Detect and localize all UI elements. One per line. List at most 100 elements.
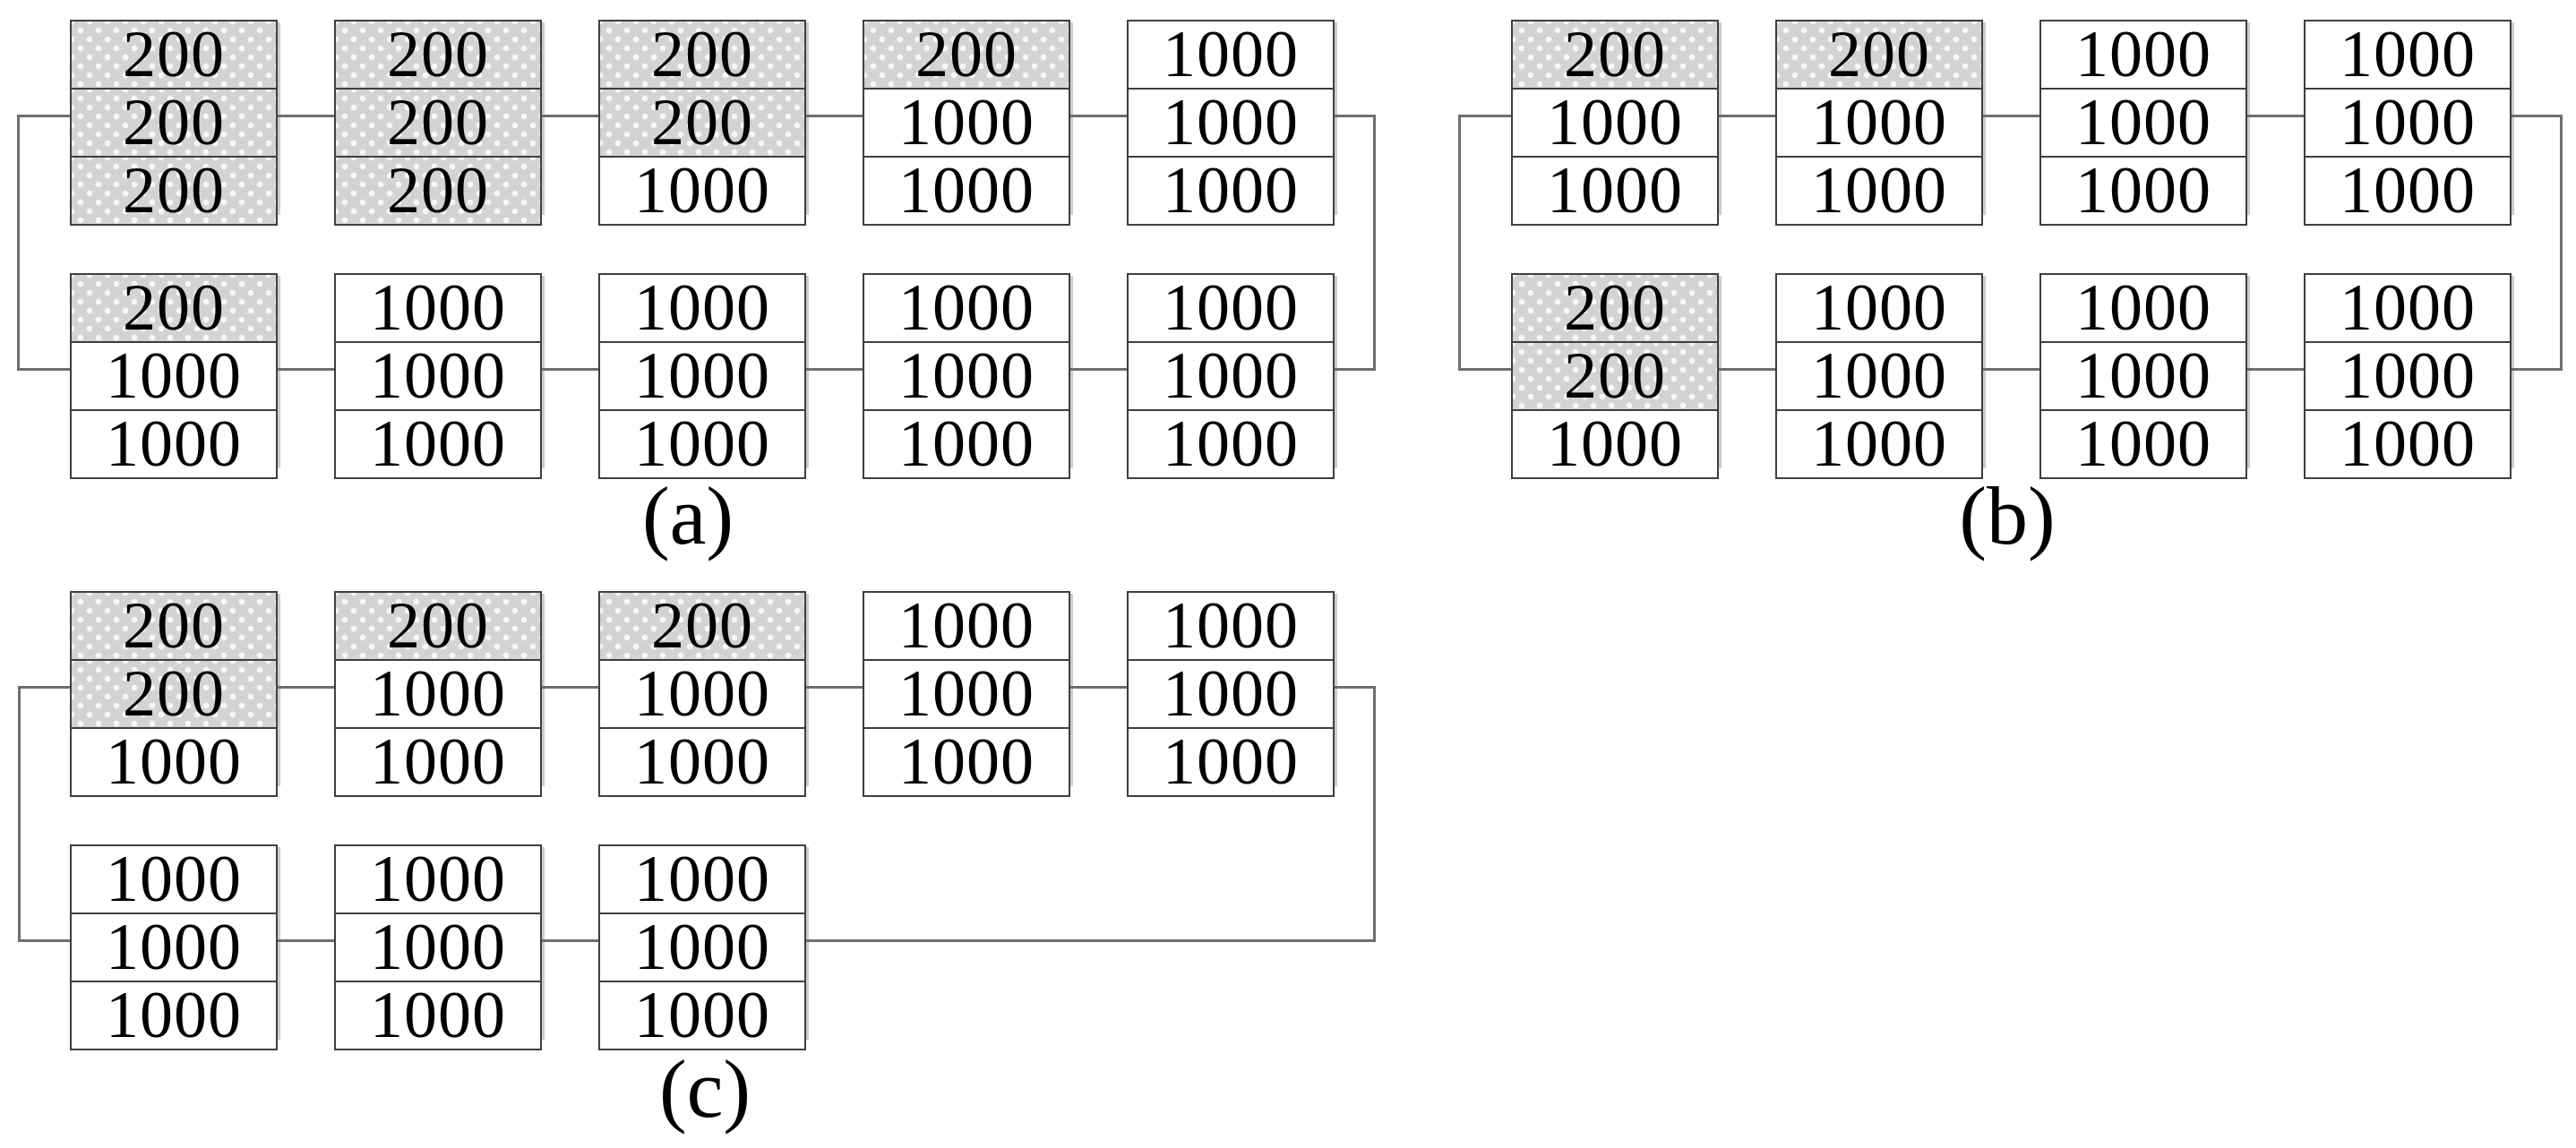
capacity-cell: 1000 [2039, 343, 2247, 411]
capacity-cell: 1000 [1775, 273, 1983, 343]
capacity-cell: 1000 [863, 729, 1070, 797]
connector-line [542, 115, 598, 117]
capacity-cell: 1000 [2304, 158, 2512, 226]
capacity-cell: 1000 [1127, 729, 1335, 797]
shaded-capacity-cell: 200 [70, 158, 278, 226]
connector-line [1983, 368, 2039, 371]
wrap-connector-line [2512, 368, 2563, 371]
capacity-cell: 1000 [2039, 411, 2247, 479]
capacity-cell: 1000 [2304, 20, 2512, 90]
capacity-cell: 1000 [598, 343, 806, 411]
capacity-cell: 1000 [334, 343, 542, 411]
shaded-capacity-cell: 200 [598, 90, 806, 158]
capacity-cell: 1000 [1775, 411, 1983, 479]
connector-line [806, 686, 863, 689]
capacity-cell: 1000 [598, 158, 806, 226]
shaded-capacity-cell: 200 [70, 273, 278, 343]
wrap-connector-line [1458, 115, 1461, 371]
capacity-cell: 1000 [863, 411, 1070, 479]
connector-line [806, 115, 863, 117]
capacity-cell: 1000 [70, 729, 278, 797]
capacity-cell: 1000 [863, 661, 1070, 729]
capacity-cell: 1000 [334, 914, 542, 982]
capacity-cell: 1000 [1127, 591, 1335, 661]
shaded-capacity-cell: 200 [70, 20, 278, 90]
capacity-cell: 1000 [2304, 90, 2512, 158]
connector-line [806, 368, 863, 371]
wrap-connector-line [2560, 115, 2563, 371]
capacity-cell: 1000 [598, 661, 806, 729]
wrap-connector-line [2512, 115, 2563, 117]
wrap-connector-line [17, 115, 70, 117]
capacity-cell: 1000 [2039, 20, 2247, 90]
capacity-cell: 1000 [2304, 343, 2512, 411]
capacity-cell: 1000 [598, 729, 806, 797]
capacity-cell: 1000 [598, 273, 806, 343]
shaded-capacity-cell: 200 [70, 591, 278, 661]
shaded-capacity-cell: 200 [70, 90, 278, 158]
capacity-cell: 1000 [1127, 411, 1335, 479]
capacity-cell: 1000 [334, 982, 542, 1050]
capacity-cell: 1000 [598, 914, 806, 982]
capacity-cell: 1000 [598, 982, 806, 1050]
capacity-cell: 1000 [2039, 158, 2247, 226]
capacity-cell: 1000 [70, 914, 278, 982]
capacity-cell: 1000 [334, 273, 542, 343]
shaded-capacity-cell: 200 [334, 90, 542, 158]
capacity-cell: 1000 [863, 158, 1070, 226]
connector-line [542, 686, 598, 689]
capacity-cell: 1000 [2304, 411, 2512, 479]
connector-line [1070, 368, 1127, 371]
connector-line [1070, 115, 1127, 117]
shaded-capacity-cell: 200 [1775, 20, 1983, 90]
wrap-connector-line [806, 939, 1376, 942]
shaded-capacity-cell: 200 [1511, 343, 1719, 411]
capacity-cell: 1000 [1127, 158, 1335, 226]
shaded-capacity-cell: 200 [334, 20, 542, 90]
capacity-cell: 1000 [70, 844, 278, 914]
connector-line [278, 368, 334, 371]
connector-line [2247, 368, 2304, 371]
capacity-cell: 1000 [70, 343, 278, 411]
capacity-cell: 1000 [863, 343, 1070, 411]
capacity-cell: 1000 [863, 591, 1070, 661]
connector-line [1719, 368, 1775, 371]
wrap-connector-line [1373, 686, 1376, 942]
capacity-cell: 1000 [1127, 273, 1335, 343]
capacity-cell: 1000 [2039, 90, 2247, 158]
connector-line [1719, 115, 1775, 117]
subfigure-label: (a) [641, 470, 734, 561]
connector-line [542, 368, 598, 371]
capacity-cell: 1000 [1511, 411, 1719, 479]
wrap-connector-line [18, 939, 70, 942]
connector-line [278, 115, 334, 117]
wrap-connector-line [1458, 115, 1511, 117]
capacity-cell: 1000 [70, 982, 278, 1050]
wrap-connector-line [18, 686, 70, 689]
capacity-cell: 1000 [863, 273, 1070, 343]
wrap-connector-line [18, 686, 21, 942]
capacity-cell: 1000 [863, 90, 1070, 158]
capacity-cell: 1000 [1775, 90, 1983, 158]
capacity-cell: 1000 [70, 411, 278, 479]
connector-line [1983, 115, 2039, 117]
subfigure-label: (c) [658, 1043, 751, 1135]
connector-line [1070, 686, 1127, 689]
capacity-cell: 1000 [334, 411, 542, 479]
connector-line [278, 686, 334, 689]
capacity-cell: 1000 [598, 844, 806, 914]
